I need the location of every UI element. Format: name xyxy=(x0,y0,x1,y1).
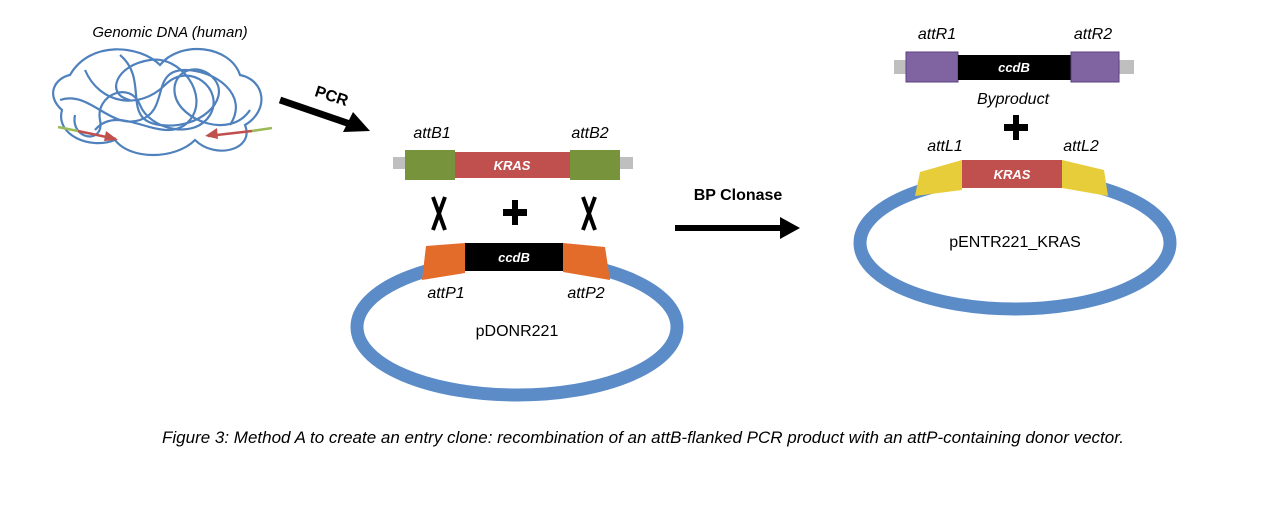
attp1-label: attP1 xyxy=(427,285,464,302)
byproduct-ccdb-box xyxy=(958,55,1071,80)
attr1-box xyxy=(905,51,959,83)
genomic-dna-tangle xyxy=(52,47,263,157)
ccdb-box xyxy=(465,243,563,271)
attp2-label: attP2 xyxy=(567,285,604,302)
attb2-box xyxy=(570,150,620,180)
kras-label: KRAS xyxy=(494,158,531,173)
bp-clonase-arrow xyxy=(675,217,800,239)
attl2-box xyxy=(1062,160,1108,196)
byproduct-ccdb-label: ccdB xyxy=(998,60,1030,75)
entry-kras-label: KRAS xyxy=(994,167,1031,182)
plus-icon-left xyxy=(503,200,527,225)
attl1-label: attL1 xyxy=(927,138,963,155)
attl1-box xyxy=(915,160,962,196)
entry-kras-box xyxy=(962,160,1062,188)
pentr221-kras-label: pENTR221_KRAS xyxy=(949,234,1081,251)
left-crossover-icon xyxy=(431,196,447,231)
right-crossover-icon xyxy=(581,196,597,231)
attp2-box xyxy=(563,243,610,280)
attr2-box xyxy=(1070,51,1120,83)
attp1-box xyxy=(422,243,465,280)
forward-primer xyxy=(57,125,118,141)
bp-clonase-label: BP Clonase xyxy=(694,187,783,204)
reverse-primer xyxy=(205,126,273,139)
attb-pcr-product: KRAS xyxy=(393,150,633,180)
kras-box xyxy=(455,152,570,178)
pdonr221-label: pDONR221 xyxy=(476,323,559,340)
byproduct-label: Byproduct xyxy=(977,91,1050,108)
attl2-label: attL2 xyxy=(1063,138,1099,155)
donor-cassette: ccdB xyxy=(422,243,610,280)
byproduct-fragment: ccdB xyxy=(894,51,1134,83)
plus-icon-right xyxy=(1004,115,1028,140)
attb2-label: attB2 xyxy=(571,125,608,142)
pcr-label: PCR xyxy=(313,83,351,110)
attb1-label: attB1 xyxy=(413,125,450,142)
entry-cassette: KRAS xyxy=(915,160,1108,196)
pcr-arrow xyxy=(278,96,370,132)
attr2-label: attR2 xyxy=(1074,26,1112,43)
attb1-box xyxy=(405,150,455,180)
genomic-dna-label: Genomic DNA (human) xyxy=(92,24,247,41)
figure-caption: Figure 3: Method A to create an entry cl… xyxy=(162,428,1124,447)
donor-ccdb-label: ccdB xyxy=(498,250,530,265)
attr1-label: attR1 xyxy=(918,26,956,43)
